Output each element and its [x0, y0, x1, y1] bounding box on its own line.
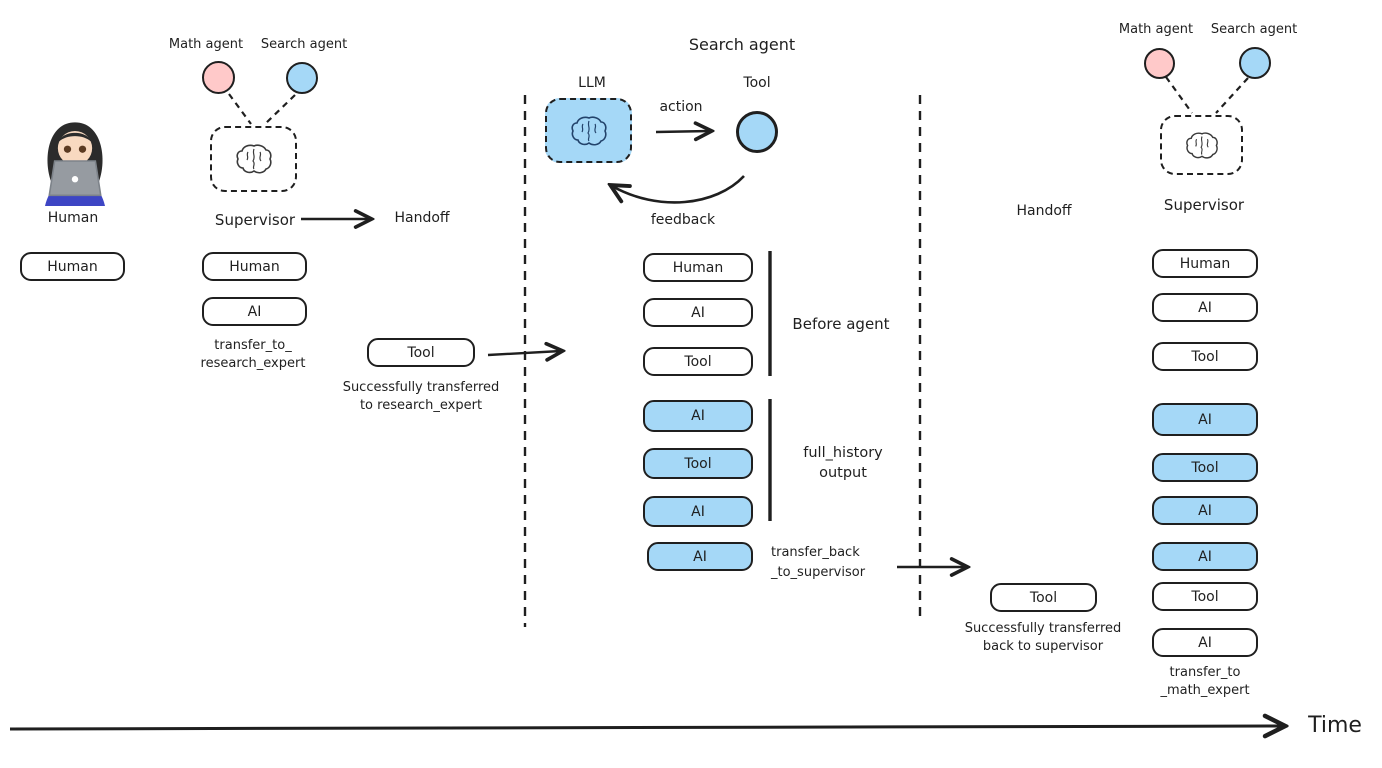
message-box: AI	[643, 400, 753, 432]
time-axis-arrow	[9, 726, 1283, 729]
woman-technologist-icon	[45, 122, 105, 206]
message-box: Human	[1152, 249, 1258, 278]
handoff-label-2: Handoff	[1016, 203, 1072, 219]
message-box: AI	[643, 298, 753, 327]
feedback-label: feedback	[650, 212, 716, 228]
message-box: AI	[643, 496, 753, 527]
search-agent-title: Search agent	[688, 35, 796, 54]
supervisor-llm-box-2	[1160, 115, 1243, 175]
search-agent-label-2: Search agent	[1210, 22, 1298, 37]
transfer-back-caption-line2: _to_supervisor	[771, 565, 866, 580]
final-ai-message-box: AI	[647, 542, 753, 571]
message-box: AI	[1152, 542, 1258, 571]
transfer-math-caption-line2: _math_expert	[1160, 683, 1250, 698]
message-box: AI	[1152, 293, 1258, 322]
tool-message-box-1: Tool	[367, 338, 475, 367]
transfer-math-caption-line1: transfer_to	[1169, 665, 1241, 680]
tool-circle	[736, 111, 778, 153]
search-agent-connector-2	[1215, 77, 1249, 114]
transfer-caption-line2: research_expert	[200, 356, 306, 371]
search-agent-circle-2	[1239, 47, 1271, 79]
message-box: AI	[1152, 496, 1258, 525]
message-box: AI	[202, 297, 307, 326]
tool-caption-2-line2: back to supervisor	[982, 639, 1104, 654]
handoff-to-agent-arrow	[487, 351, 561, 355]
message-box: Tool	[643, 347, 753, 376]
math-agent-circle-1	[202, 61, 235, 94]
message-box: Tool	[1152, 342, 1258, 371]
before-agent-label: Before agent	[792, 315, 890, 333]
llm-box	[545, 98, 632, 163]
full-history-caption-line2: output	[819, 465, 867, 481]
face-shape	[57, 131, 93, 166]
transfer-caption-line1: transfer_to_	[214, 338, 292, 353]
tool-caption-1-line1: Successfully transferred	[342, 380, 500, 395]
action-arrow	[655, 131, 710, 132]
math-agent-connector-1	[228, 93, 252, 125]
human-label: Human	[47, 210, 99, 226]
message-box: Human	[643, 253, 753, 282]
message-box: Tool	[643, 448, 753, 479]
tool-caption-2-line1: Successfully transferred	[964, 621, 1122, 636]
handoff-label-1: Handoff	[394, 210, 450, 226]
message-box: AI	[1152, 403, 1258, 436]
tool-label-mid: Tool	[743, 75, 771, 91]
search-agent-connector-1	[264, 94, 296, 125]
right-eye	[78, 145, 87, 153]
supervisor-label-2: Supervisor	[1163, 196, 1245, 214]
llm-label: LLM	[578, 75, 606, 91]
brain-icon	[570, 115, 607, 146]
math-agent-circle-2	[1144, 48, 1175, 79]
message-box: Tool	[1152, 453, 1258, 482]
math-agent-connector-2	[1165, 76, 1193, 114]
fringe-shape	[58, 132, 92, 142]
tool-caption-1-line2: to research_expert	[359, 398, 483, 413]
message-box: AI	[1152, 628, 1258, 657]
human-message-box: Human	[20, 252, 125, 281]
search-agent-label-1: Search agent	[260, 37, 348, 52]
tool-message-box-2: Tool	[990, 583, 1097, 612]
message-box: Tool	[1152, 582, 1258, 611]
math-agent-label-1: Math agent	[168, 37, 244, 52]
supervisor-llm-box-1	[210, 126, 297, 192]
transfer-back-caption-line1: transfer_back	[771, 545, 860, 560]
supervisor-label-1: Supervisor	[214, 211, 296, 229]
laptop-logo	[71, 176, 79, 183]
brain-icon	[1185, 131, 1218, 159]
brain-icon	[235, 144, 272, 174]
search-agent-circle-1	[286, 62, 318, 94]
full-history-caption-line1: full_history	[803, 445, 883, 461]
action-label: action	[659, 99, 703, 115]
message-box: Human	[202, 252, 307, 281]
left-eye	[63, 145, 72, 153]
math-agent-label-2: Math agent	[1118, 22, 1194, 37]
time-axis-label: Time	[1308, 713, 1362, 738]
feedback-arrow	[612, 175, 745, 204]
